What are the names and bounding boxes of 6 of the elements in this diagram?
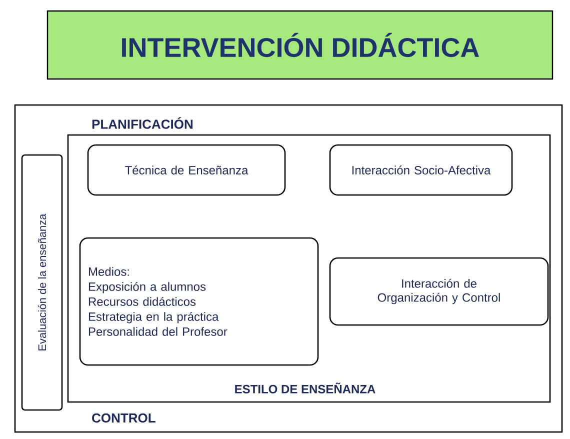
rounded-box: Interacción de Organización y Control xyxy=(329,257,549,326)
rounded-box: Técnica de Enseñanza xyxy=(87,144,286,196)
vertical-box: Evaluación de la enseñanza xyxy=(21,154,63,411)
title-box: INTERVENCIÓN DIDÁCTICA xyxy=(46,10,554,80)
rounded-box: Interacción Socio-Afectiva xyxy=(329,144,513,196)
list-box: Medios: Exposición a alumnos Recursos didácticos Estrategia en la práctica Personalidad del Profesor xyxy=(79,237,319,366)
